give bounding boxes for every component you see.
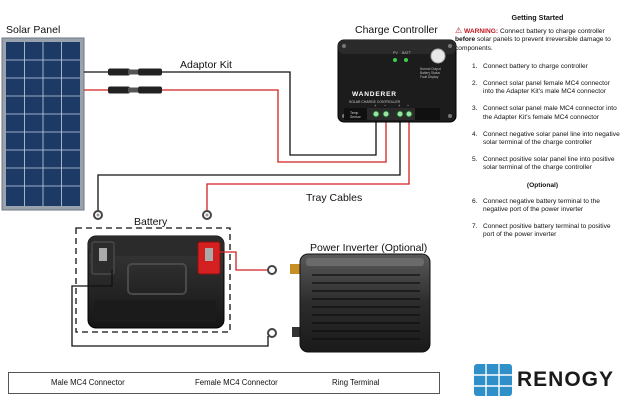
- instruction-step: 7. Connect positive battery terminal to p…: [455, 223, 620, 239]
- battery-label: Battery: [134, 216, 168, 228]
- power-inverter-label: Power Inverter (Optional): [310, 242, 428, 254]
- renogy-logo-icon: [474, 364, 512, 396]
- step-number: 4.: [472, 130, 478, 138]
- instruction-step: 4. Connect negative solar panel line into…: [455, 131, 620, 147]
- steps-list-optional: 6. Connect negative battery terminal to t…: [455, 198, 620, 240]
- legend-ring-label: Ring Terminal: [332, 378, 380, 387]
- inverter-wires: [71, 251, 277, 347]
- step-number: 2.: [472, 80, 478, 88]
- batt-indicator-label: BATT: [402, 51, 412, 55]
- instruction-step: 5. Connect positive solar panel line into…: [455, 156, 620, 172]
- ring-terminal-inverter-negative: [267, 328, 277, 338]
- mc4-connector-pair-bottom: [108, 86, 162, 94]
- instruction-step: 2. Connect solar panel female MC4 connect…: [455, 80, 620, 96]
- terminal-mark-2: −: [384, 103, 387, 108]
- ring-terminal-negative: [93, 210, 103, 220]
- step-text: Connect negative solar panel line into n…: [483, 130, 620, 147]
- controller-brand: WANDERER: [352, 91, 397, 98]
- instruction-step: 3. Connect solar panel male MC4 connector…: [455, 105, 620, 121]
- step-text: Connect positive battery terminal to pos…: [483, 223, 611, 239]
- charge-controller: [337, 39, 457, 123]
- temp-sensor-label-1: Temp: [350, 111, 358, 115]
- battery: [75, 227, 231, 333]
- step-text: Connect battery to charge controller: [483, 62, 588, 70]
- step-number: 1.: [472, 62, 478, 70]
- pv-indicator-label: PV: [393, 51, 398, 55]
- terminal-mark-4: −: [407, 103, 410, 108]
- charge-controller-label: Charge Controller: [355, 24, 438, 36]
- step-number: 5.: [472, 156, 478, 164]
- optional-heading: (Optional): [526, 181, 559, 189]
- terminal-mark-3: +: [398, 103, 401, 108]
- step-number: 6.: [472, 197, 478, 205]
- tray-cables-label: Tray Cables: [306, 192, 363, 204]
- step-text: Connect positive solar panel line into p…: [483, 156, 615, 172]
- terminal-mark-1: +: [374, 103, 377, 108]
- warning-triangle-icon: ⚠: [455, 26, 463, 36]
- warning-note: ⚠ WARNING: Connect battery to charge con…: [455, 27, 620, 53]
- mc4-connector-pair-top: [108, 68, 162, 76]
- ring-terminal-inverter-positive: [267, 265, 277, 275]
- controller-terminals: [367, 108, 415, 120]
- instruction-step: 1. Connect battery to charge controller: [455, 63, 620, 71]
- ring-terminal-positive: [202, 210, 212, 220]
- step-text: Connect solar panel male MC4 connector i…: [483, 105, 617, 121]
- step-text: Connect solar panel female MC4 connector…: [483, 80, 610, 96]
- renogy-wordmark: RENOGY: [517, 368, 615, 391]
- status-line-3: Fault Display: [420, 75, 439, 79]
- legend-male-label: Male MC4 Connector: [51, 378, 125, 387]
- legend-female-label: Female MC4 Connector: [195, 378, 278, 387]
- power-inverter: [290, 253, 431, 353]
- step-number: 7.: [472, 223, 478, 231]
- steps-list-main: 1. Connect battery to charge controller 2.…: [455, 63, 620, 173]
- status-line-2: Battery Status: [420, 71, 440, 75]
- status-line-1: Normal Output: [420, 67, 441, 71]
- adaptor-kit-label: Adaptor Kit: [180, 59, 232, 71]
- tray-cables: [93, 118, 410, 220]
- adaptor-kit-wires: [84, 68, 387, 163]
- controller-button: [430, 48, 446, 64]
- solar-panel: [1, 37, 85, 211]
- step-text: Connect negative battery terminal to the…: [483, 197, 600, 214]
- warning-label: WARNING:: [464, 28, 499, 36]
- getting-started-panel: Getting Started ⚠ WARNING: Connect batte…: [455, 13, 620, 249]
- controller-subtitle: SOLAR CHARGE CONTROLLER: [349, 100, 401, 104]
- warning-text-bold: before: [455, 36, 476, 44]
- warning-text-b: solar panels to prevent irreversible dam…: [455, 36, 611, 52]
- solar-panel-label: Solar Panel: [6, 24, 61, 36]
- instruction-step: 6. Connect negative battery terminal to t…: [455, 198, 620, 214]
- temp-sensor-label-2: Sensor: [350, 115, 362, 119]
- getting-started-title: Getting Started: [511, 13, 564, 22]
- step-number: 3.: [472, 105, 478, 113]
- legend: Male MC4 Connector Female MC4 Connector …: [8, 372, 440, 394]
- warning-text-a: Connect battery to charge controller: [499, 28, 605, 36]
